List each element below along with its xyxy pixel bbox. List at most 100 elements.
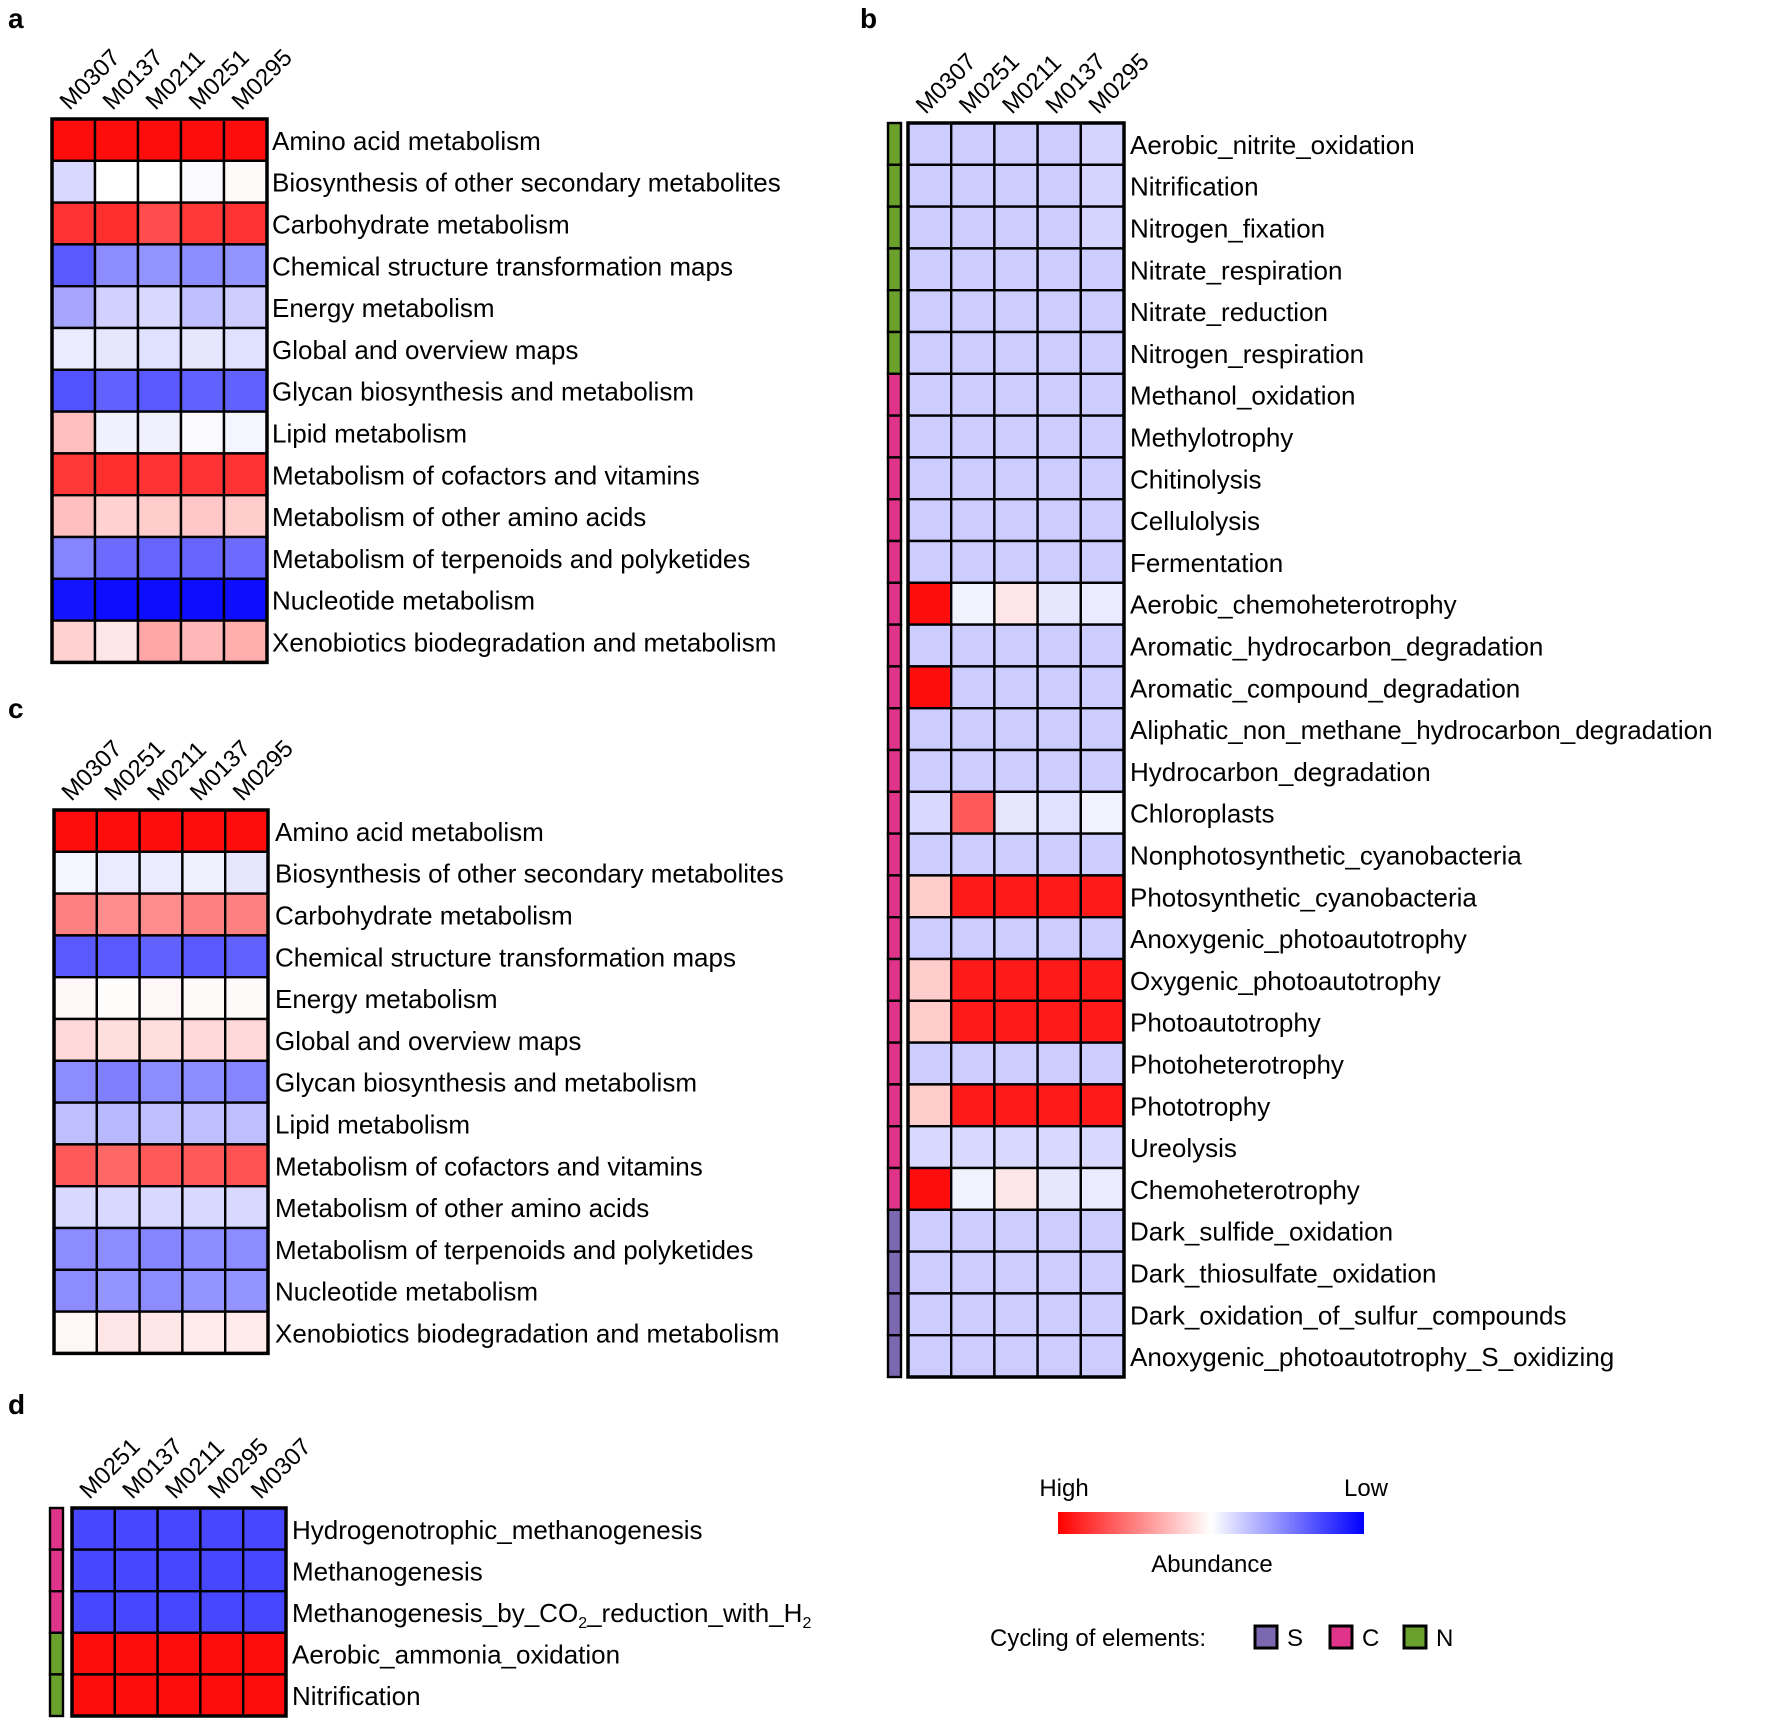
heatmap-cell [993, 916, 1039, 961]
heatmap-cell [222, 201, 269, 246]
heatmap-cell [223, 1226, 270, 1271]
heatmap-cell [1036, 163, 1082, 208]
legend-gradient-bar [1058, 1512, 1364, 1534]
heatmap-cell [138, 976, 184, 1021]
heatmap-cell [181, 850, 227, 895]
heatmap-cell [113, 1673, 159, 1718]
heatmap-cell [1079, 1250, 1126, 1295]
heatmap-cell [1079, 498, 1126, 543]
heatmap-cell [906, 1124, 953, 1170]
cycle-annotation-cell [886, 330, 903, 375]
heatmap-cell [50, 201, 97, 246]
heatmap-cell [138, 1101, 184, 1146]
heatmap-cell [93, 159, 140, 204]
heatmap-cell [50, 243, 97, 288]
heatmap-cell [1079, 581, 1126, 626]
heatmap-cell [1079, 916, 1126, 961]
heatmap-cell [223, 1184, 270, 1230]
heatmap-cell [906, 498, 953, 543]
row-label: Anoxygenic_photoautotrophy_S_oxidizing [1130, 1342, 1614, 1372]
row-label: Metabolism of terpenoids and polyketides [272, 544, 750, 574]
heatmap-cell [95, 1184, 141, 1230]
heatmap-cell [906, 874, 953, 919]
row-label: Xenobiotics biodegradation and metabolis… [275, 1319, 779, 1349]
heatmap-cell [222, 368, 269, 413]
heatmap-cell [222, 452, 269, 497]
row-label: Lipid metabolism [272, 419, 467, 449]
heatmap-cell [993, 498, 1039, 543]
heatmap-cell [1079, 163, 1126, 208]
heatmap-cell [52, 1184, 98, 1230]
cycle-legend-swatch [1328, 1624, 1354, 1650]
heatmap-cell [906, 1292, 953, 1337]
heatmap-cell [179, 201, 226, 246]
heatmap-cell [993, 790, 1039, 835]
cycle-annotation-cell [886, 623, 903, 668]
heatmap-cell [950, 623, 996, 668]
heatmap-cell [50, 410, 97, 455]
cycle-annotation-cell [886, 999, 903, 1044]
row-label: Aromatic_hydrocarbon_degradation [1130, 632, 1543, 662]
heatmap-cell [993, 330, 1039, 375]
heatmap-cell [93, 285, 140, 330]
heatmap-cell [70, 1673, 116, 1718]
heatmap-cell [950, 581, 996, 626]
cycle-annotation-cell [48, 1589, 65, 1634]
heatmap-cell [1036, 498, 1082, 543]
heatmap-cell [52, 1310, 98, 1355]
heatmap-cell [950, 790, 996, 835]
cycle-legend-swatch [1402, 1624, 1428, 1650]
heatmap-cell [136, 117, 183, 162]
row-label: Chloroplasts [1130, 799, 1275, 829]
heatmap-cell [156, 1589, 202, 1634]
row-label: Global and overview maps [272, 335, 578, 365]
heatmap-cell [138, 1268, 184, 1313]
heatmap-cell [52, 1059, 98, 1104]
heatmap-cell [1036, 1250, 1082, 1295]
heatmap-cell [241, 1589, 288, 1634]
row-label: Chemical structure transformation maps [272, 251, 733, 281]
cycle-annotation-cell [886, 916, 903, 961]
heatmap-cell [1036, 1083, 1082, 1128]
heatmap-cell [138, 892, 184, 937]
heatmap-cell [1036, 289, 1082, 334]
heatmap-cell [93, 452, 140, 497]
heatmap-cell [1079, 1292, 1126, 1337]
heatmap-cell [138, 1310, 184, 1355]
heatmap-cell [199, 1631, 245, 1676]
heatmap-frame [70, 1506, 288, 1718]
heatmap-cell [906, 539, 953, 584]
row-label: Methylotrophy [1130, 423, 1293, 453]
heatmap-cell [993, 289, 1039, 334]
row-label: Nitrate_reduction [1130, 297, 1328, 327]
heatmap-cell [222, 577, 269, 622]
cycle-annotation-cell [886, 163, 903, 208]
heatmap-cell [1079, 1166, 1126, 1211]
heatmap-cell [156, 1506, 202, 1551]
heatmap-cell [52, 1101, 98, 1146]
heatmap-cell [993, 163, 1039, 208]
cycle-annotation-cell [886, 121, 903, 166]
panel-letter: b [860, 3, 877, 34]
heatmap-cell [50, 619, 97, 664]
row-label: Chemical structure transformation maps [275, 942, 736, 972]
heatmap-cell [156, 1673, 202, 1718]
cycle-legend-label: S [1287, 1625, 1303, 1652]
heatmap-cell [1036, 665, 1082, 710]
legend-high-label: High [1039, 1475, 1088, 1502]
panel-letter: c [8, 693, 24, 724]
heatmap-cell [1079, 1041, 1126, 1086]
heatmap-cell [95, 1310, 141, 1355]
heatmap-cell [181, 1268, 227, 1313]
heatmap-cell [993, 456, 1039, 501]
cycle-annotation-cell [886, 205, 903, 250]
heatmap-cell [1036, 205, 1082, 250]
heatmap-cell [950, 1208, 996, 1253]
heatmap-cell [179, 494, 226, 539]
cycle-annotation-cell [886, 1166, 903, 1211]
heatmap-cell [181, 1184, 227, 1230]
row-label: Nitrate_respiration [1130, 255, 1342, 285]
row-label: Lipid metabolism [275, 1110, 470, 1140]
row-label: Energy metabolism [275, 984, 498, 1014]
row-label: Carbohydrate metabolism [275, 901, 573, 931]
